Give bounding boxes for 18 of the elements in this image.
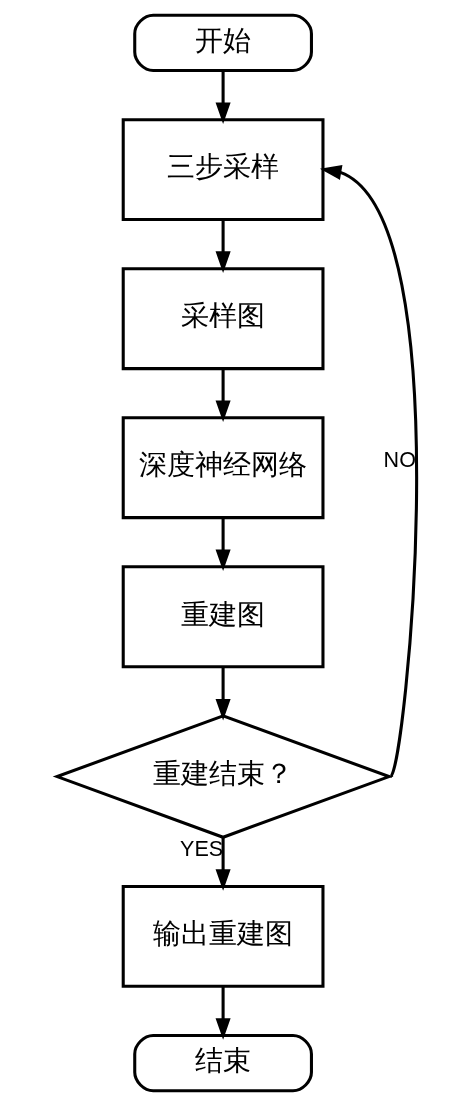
edge-label: YES xyxy=(180,836,224,861)
arrow xyxy=(215,986,231,1040)
arrow xyxy=(215,667,231,721)
node-box: 重建图 xyxy=(121,565,325,669)
arrow xyxy=(215,70,231,125)
arrow xyxy=(319,165,419,778)
edge-label: NO xyxy=(383,448,416,473)
node-box: 三步采样 xyxy=(121,118,325,222)
node-box: 采样图 xyxy=(121,267,325,371)
arrow xyxy=(215,517,231,571)
arrow xyxy=(215,837,231,891)
arrow xyxy=(215,219,231,273)
node-box: 开始 xyxy=(133,13,313,73)
node-box: 深度神经网络 xyxy=(121,416,325,520)
node-box: 输出重建图 xyxy=(121,884,325,988)
node-box: 结束 xyxy=(133,1033,313,1093)
arrow xyxy=(215,368,231,422)
node-diamond: 重建结束？ xyxy=(52,714,394,839)
